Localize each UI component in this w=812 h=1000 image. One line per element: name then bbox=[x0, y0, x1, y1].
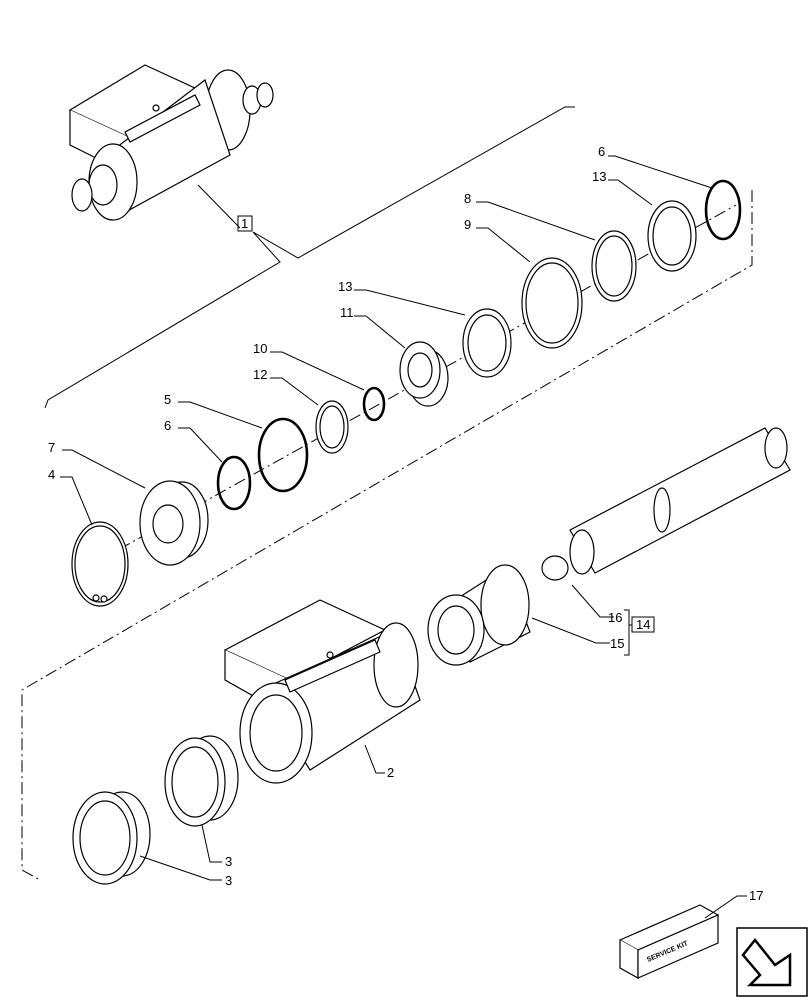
leader-16 bbox=[571, 584, 614, 618]
callout-8: 8 bbox=[464, 191, 471, 206]
leader-13-right bbox=[608, 179, 653, 206]
arrow-down-left-icon[interactable] bbox=[736, 927, 808, 997]
part-10-oring bbox=[362, 386, 386, 422]
leader-11 bbox=[354, 315, 406, 349]
leader-13-middle bbox=[354, 289, 466, 316]
leader-line-1 bbox=[44, 106, 575, 409]
callout-4: 4 bbox=[48, 467, 55, 482]
part-15-piston bbox=[427, 564, 531, 666]
callout-6-lower: 6 bbox=[164, 418, 171, 433]
leader-15 bbox=[531, 617, 610, 644]
kit-boundary-line bbox=[21, 190, 753, 881]
callout-13-right: 13 bbox=[592, 169, 606, 184]
leader-10 bbox=[270, 351, 365, 391]
leader-3-upper bbox=[201, 824, 222, 863]
callout-2: 2 bbox=[387, 765, 394, 780]
part-16-rod bbox=[541, 427, 791, 581]
leader-12 bbox=[270, 377, 319, 406]
callout-16: 16 bbox=[608, 610, 622, 625]
axis-line bbox=[99, 204, 737, 561]
callout-3-lower: 3 bbox=[225, 873, 232, 888]
callout-10: 10 bbox=[253, 341, 267, 356]
part-5-oring bbox=[257, 417, 309, 493]
callout-6-top: 6 bbox=[598, 144, 605, 159]
callout-3-upper: 3 bbox=[225, 854, 232, 869]
callout-15: 15 bbox=[610, 636, 624, 651]
leader-9 bbox=[476, 227, 531, 263]
part-11-piston bbox=[399, 341, 449, 407]
callout-box-1 bbox=[237, 215, 253, 232]
callout-13-middle: 13 bbox=[338, 279, 352, 294]
callout-12: 12 bbox=[253, 367, 267, 382]
leader-2 bbox=[364, 744, 385, 774]
cylinder-assembly bbox=[68, 64, 274, 221]
leader-4 bbox=[60, 476, 93, 526]
leader-5 bbox=[178, 401, 263, 429]
part-3-seal-upper bbox=[164, 735, 239, 827]
callout-17: 17 bbox=[749, 888, 763, 903]
part-6-oring bbox=[704, 179, 742, 241]
part-2-barrel bbox=[223, 599, 421, 784]
service-kit-box-icon: SERVICE KIT bbox=[618, 904, 720, 980]
callout-1: 1 bbox=[241, 216, 248, 231]
callout-11: 11 bbox=[340, 305, 354, 320]
callout-7: 7 bbox=[48, 440, 55, 455]
leader-17 bbox=[704, 895, 747, 919]
leader-8 bbox=[476, 201, 596, 241]
part-7-gland bbox=[139, 480, 209, 566]
leader-3-lower bbox=[139, 855, 222, 881]
callout-14: 14 bbox=[636, 617, 650, 632]
callout-9: 9 bbox=[464, 217, 471, 232]
callout-box-14 bbox=[631, 616, 655, 633]
leader-7 bbox=[62, 449, 146, 489]
leader-6-top bbox=[608, 155, 713, 189]
bracket-14 bbox=[624, 609, 632, 656]
part-3-seal-lower bbox=[72, 791, 151, 885]
part-6-oring-lower bbox=[216, 455, 252, 511]
callout-5: 5 bbox=[164, 392, 171, 407]
leader-6-lower bbox=[178, 427, 223, 463]
